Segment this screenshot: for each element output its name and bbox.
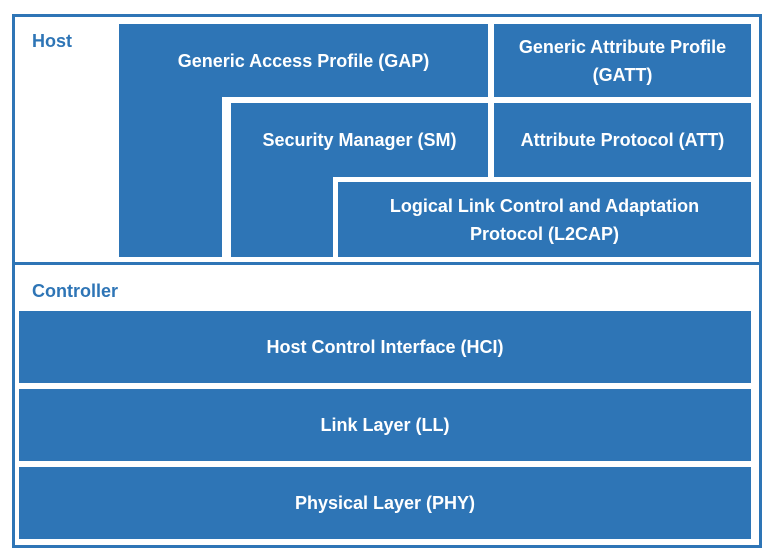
- controller-label: Controller: [32, 281, 119, 301]
- gap-label: Generic Access Profile (GAP): [177, 50, 430, 71]
- gap-block-leg: [119, 24, 222, 257]
- att-label: Attribute Protocol (ATT): [520, 130, 725, 150]
- gatt-label: Generic Attribute Profile (GATT): [518, 36, 727, 85]
- ll-label: Link Layer (LL): [320, 415, 450, 435]
- controller-frame: [12, 262, 762, 548]
- sm-block-leg: [231, 103, 333, 257]
- hci-label: Host Control Interface (HCI): [266, 337, 504, 357]
- l2cap-label: Logical Link Control and Adaptation Prot…: [389, 195, 700, 244]
- host-label: Host: [32, 31, 72, 51]
- gatt-block: [494, 24, 751, 97]
- att-block: [494, 103, 751, 177]
- l2cap-block: [338, 182, 751, 257]
- phy-label: Physical Layer (PHY): [294, 493, 476, 513]
- hci-block: [19, 311, 751, 383]
- ll-block: [19, 389, 751, 461]
- sm-label: Security Manager (SM): [262, 130, 457, 150]
- phy-block: [19, 467, 751, 539]
